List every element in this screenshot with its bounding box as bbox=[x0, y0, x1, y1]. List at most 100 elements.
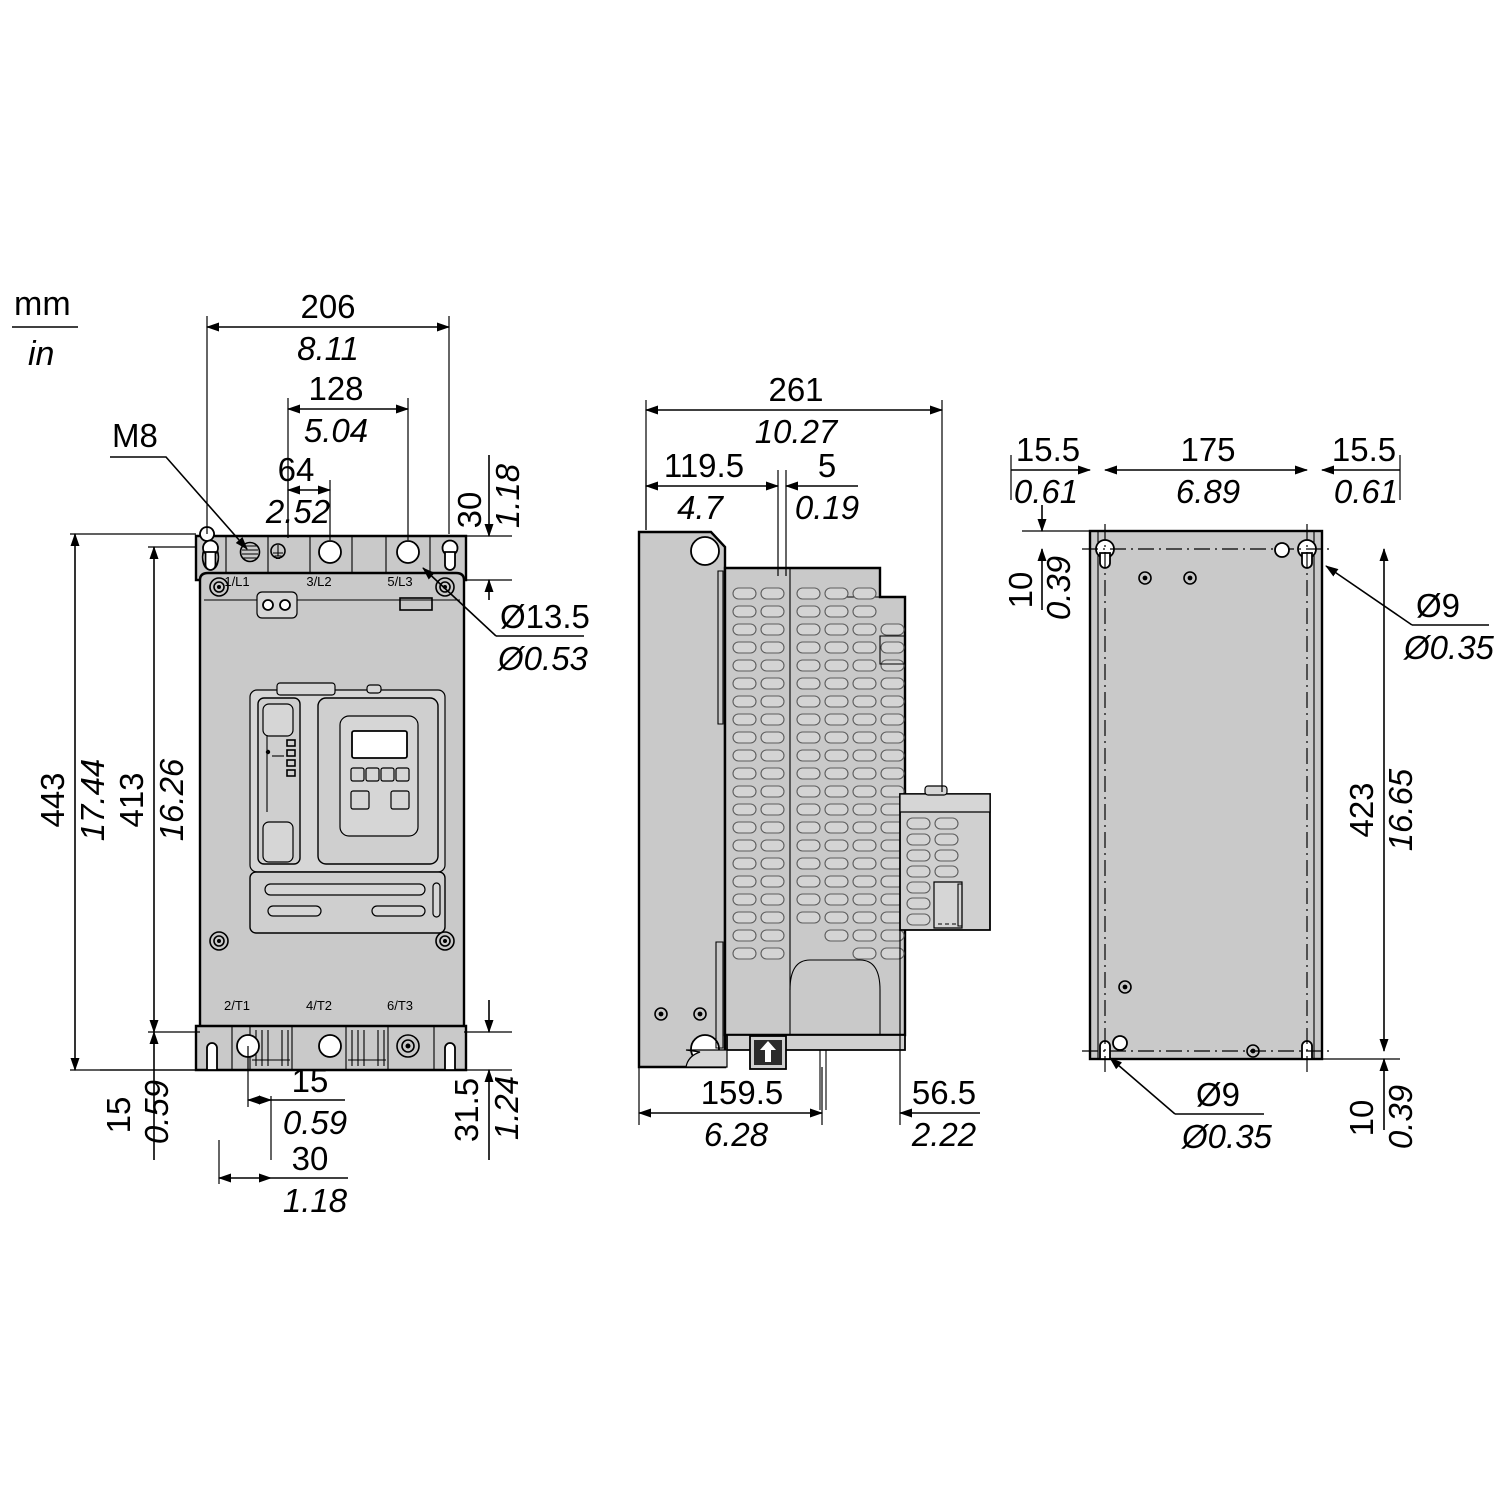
callout-rear-bottom-mm: Ø9 bbox=[1196, 1076, 1240, 1113]
front-control-panel bbox=[249, 682, 446, 873]
dim-413-in: 16.26 bbox=[153, 758, 190, 841]
unit-legend: mm in bbox=[12, 285, 78, 373]
dim-56_5-mm: 56.5 bbox=[912, 1074, 976, 1111]
terminal-label-4T2: 4/T2 bbox=[306, 998, 332, 1013]
dim-rear-right-15_5-mm: 15.5 bbox=[1332, 431, 1396, 468]
dim-rear-left-15_5-in: 0.61 bbox=[1014, 473, 1078, 510]
front-top-terminal-block bbox=[194, 526, 468, 582]
side-vent-slots-right bbox=[796, 587, 905, 960]
dim-261-in: 10.27 bbox=[755, 413, 839, 450]
dim-rear-top-10: 10 0.39 bbox=[1002, 505, 1090, 620]
terminal-label-3L2: 3/L2 bbox=[306, 574, 331, 589]
dim-443-in: 17.44 bbox=[74, 759, 111, 842]
front-led-indicators bbox=[265, 739, 296, 777]
front-lower-cover bbox=[249, 871, 446, 934]
dim-rear-top-10-in: 0.39 bbox=[1040, 556, 1077, 620]
side-heatsink-body bbox=[723, 566, 907, 1037]
callout-rear-hole-bottom: Ø9 Ø0.35 bbox=[1109, 1057, 1273, 1155]
dim-443-mm: 443 bbox=[34, 772, 71, 827]
side-upper-bracket bbox=[879, 635, 906, 665]
callout-rear-top-in: Ø0.35 bbox=[1403, 629, 1495, 666]
dim-depth-56_5: 56.5 2.22 bbox=[899, 930, 980, 1153]
dim-rear-bottom-10: 10 0.39 bbox=[1322, 1058, 1419, 1149]
dim-15-left-in: 0.59 bbox=[138, 1080, 175, 1144]
dim-30-top-mm: 30 bbox=[451, 492, 488, 529]
callout-rear-bottom-in: Ø0.35 bbox=[1181, 1118, 1273, 1155]
dim-rear-left-15_5: 15.5 0.61 bbox=[1010, 431, 1091, 510]
dim-height-413: 413 16.26 bbox=[113, 546, 200, 1033]
dim-rear-423-mm: 423 bbox=[1343, 782, 1380, 837]
dim-31_5-mm: 31.5 bbox=[448, 1078, 485, 1142]
dim-5-in: 0.19 bbox=[795, 489, 859, 526]
dim-width-128: 128 5.04 bbox=[287, 370, 409, 540]
dim-30-bottom-mm: 30 bbox=[292, 1140, 329, 1177]
front-view: 1/L1 3/L2 5/L3 2/T1 4/T2 6/T3 bbox=[34, 288, 590, 1219]
callout-hole-13_5: Ø13.5 Ø0.53 bbox=[422, 567, 590, 677]
dim-bottom-15-mid: 15 0.59 bbox=[247, 1046, 347, 1160]
dim-159_5-mm: 159.5 bbox=[701, 1074, 784, 1111]
dim-15-mid-mm: 15 bbox=[292, 1062, 329, 1099]
dim-206-in: 8.11 bbox=[297, 330, 359, 367]
dim-rear-175-in: 6.89 bbox=[1176, 473, 1240, 510]
terminal-label-6T3: 6/T3 bbox=[387, 998, 413, 1013]
m8-screw-icon bbox=[239, 541, 261, 563]
dim-128-in: 5.04 bbox=[304, 412, 368, 449]
dim-top-offset-30: 30 1.18 bbox=[449, 455, 526, 600]
side-bottom-connector bbox=[685, 1034, 906, 1110]
ground-symbol-icon bbox=[270, 543, 286, 560]
dim-bottom-30: 30 1.18 bbox=[218, 1140, 348, 1219]
dim-119_5-mm: 119.5 bbox=[664, 447, 744, 484]
callout-13_5-mm: Ø13.5 bbox=[500, 598, 590, 635]
dim-64-in: 2.52 bbox=[265, 493, 330, 530]
dim-rear-right-15_5: 15.5 0.61 bbox=[1321, 431, 1401, 510]
dim-depth-261: 261 10.27 bbox=[645, 371, 943, 792]
side-view: 261 10.27 119.5 4.7 5 0.19 159.5 6.28 bbox=[637, 371, 991, 1153]
front-corner-screws bbox=[209, 577, 455, 951]
dim-bottom-31_5: 31.5 1.24 bbox=[448, 1000, 525, 1160]
rear-plate bbox=[1082, 524, 1330, 1075]
dim-rear-right-15_5-in: 0.61 bbox=[1334, 473, 1398, 510]
dim-31_5-in: 1.24 bbox=[488, 1076, 525, 1140]
dim-15-left-mm: 15 bbox=[100, 1097, 137, 1134]
front-keypad-buttons bbox=[350, 767, 410, 810]
dim-bottom-15-left: 15 0.59 bbox=[100, 1031, 196, 1160]
dim-15-mid-in: 0.59 bbox=[283, 1104, 347, 1141]
dim-206-mm: 206 bbox=[300, 288, 355, 325]
dim-128-mm: 128 bbox=[308, 370, 363, 407]
dim-rear-423-in: 16.65 bbox=[1382, 768, 1419, 851]
front-connector-port bbox=[256, 591, 298, 619]
dim-5-mm: 5 bbox=[818, 447, 836, 484]
unit-legend-mm: mm bbox=[14, 285, 71, 323]
callout-m8-label: M8 bbox=[112, 417, 158, 454]
dim-rear-423: 423 16.65 bbox=[1343, 548, 1419, 1052]
side-mounting-flange bbox=[637, 530, 727, 1069]
rear-interior-fasteners bbox=[1112, 542, 1290, 1058]
dim-depth-159_5: 159.5 6.28 bbox=[638, 1067, 823, 1153]
dim-rear-bottom-10-mm: 10 bbox=[1343, 1100, 1380, 1137]
dim-64-mm: 64 bbox=[278, 451, 315, 488]
front-body: 1/L1 3/L2 5/L3 2/T1 4/T2 6/T3 bbox=[198, 571, 466, 1034]
dim-rear-top-10-mm: 10 bbox=[1002, 572, 1039, 609]
rear-view: 15.5 0.61 175 6.89 15.5 0.61 10 0.39 42 bbox=[1002, 431, 1495, 1155]
dim-119_5-in: 4.7 bbox=[677, 489, 725, 526]
side-fan-module bbox=[899, 785, 991, 931]
callout-rear-top-mm: Ø9 bbox=[1416, 587, 1460, 624]
dim-depth-5: 5 0.19 bbox=[777, 447, 859, 576]
terminal-label-5L3: 5/L3 bbox=[387, 574, 412, 589]
dim-rear-bottom-10-in: 0.39 bbox=[1382, 1085, 1419, 1149]
callout-13_5-in: Ø0.53 bbox=[497, 640, 589, 677]
dim-56_5-in: 2.22 bbox=[911, 1116, 976, 1153]
dim-rear-175-mm: 175 bbox=[1180, 431, 1235, 468]
side-vent-slots-left bbox=[732, 587, 785, 960]
dim-width-64: 64 2.52 bbox=[265, 451, 331, 540]
callout-m8: M8 bbox=[110, 417, 248, 550]
front-bottom-terminal-block bbox=[194, 1024, 468, 1072]
dim-30-top-in: 1.18 bbox=[489, 463, 526, 528]
dim-30-bottom-in: 1.18 bbox=[283, 1182, 348, 1219]
unit-legend-in: in bbox=[28, 335, 54, 373]
dim-261-mm: 261 bbox=[768, 371, 823, 408]
dim-width-206: 206 8.11 bbox=[206, 288, 450, 534]
terminal-label-1L1: 1/L1 bbox=[224, 574, 249, 589]
dim-depth-119_5: 119.5 4.7 bbox=[645, 447, 779, 530]
